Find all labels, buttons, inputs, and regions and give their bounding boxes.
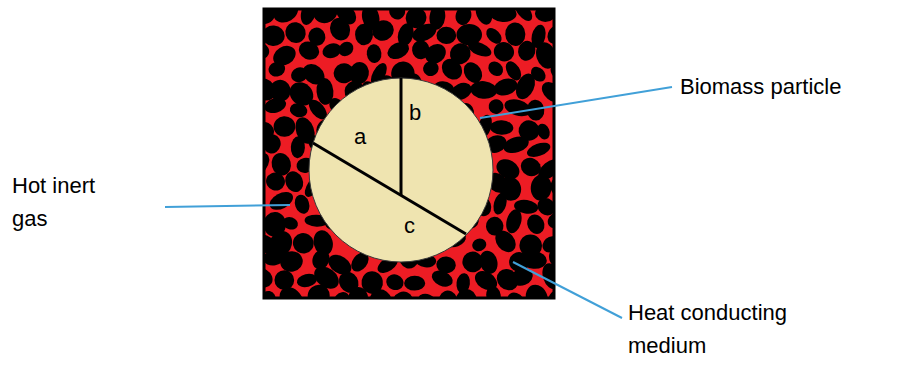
medium-grain [288,101,309,119]
medium-grain [512,9,536,24]
medium-grain [384,272,406,292]
medium-grain [524,212,548,237]
medium-grain [470,80,498,100]
medium-grain [367,287,395,298]
medium-grain [264,96,288,116]
medium-grain [490,120,514,135]
medium-grain [429,267,455,289]
medium-grain [355,24,373,46]
medium-grain [487,98,505,116]
radius-line-ac [313,143,466,234]
medium-grain [421,59,440,78]
hot-gas-region [264,9,554,298]
medium-grain [264,264,276,291]
medium-grain [404,276,425,291]
medium-grain [516,39,538,63]
medium-grain [523,282,552,298]
medium-grain [489,9,517,23]
medium-grain [347,285,369,298]
medium-grain [491,227,520,257]
medium-grain [387,9,408,22]
medium-grain [264,133,283,156]
medium-grain [491,39,517,65]
medium-grains [264,9,554,298]
medium-grain [466,39,494,60]
dimension-label: c [404,209,415,242]
medium-grain [525,140,552,160]
medium-grain [512,71,539,103]
medium-grain [471,237,489,253]
callout-label: Biomass particle [680,70,841,103]
medium-grain [436,27,456,45]
medium-grain [264,25,285,47]
medium-grain [385,39,412,63]
leader-line [513,262,622,318]
medium-grain [534,9,554,23]
dimension-label: b [409,96,421,129]
medium-grain [264,170,287,193]
medium-grain [366,44,382,64]
dimension-label: a [354,120,366,153]
medium-grain [281,215,300,232]
medium-grain [273,116,296,138]
medium-grain [492,76,520,99]
medium-grain [267,188,296,213]
radius-line-b [400,78,403,195]
medium-grain [438,55,467,84]
callout-label: Hot inert gas [12,169,117,235]
medium-grain [282,168,307,195]
medium-grain [278,249,304,274]
medium-grain [533,40,554,72]
medium-grain [296,38,322,63]
medium-grain [501,133,530,156]
biomass-particle [309,78,493,262]
leader-line [480,87,672,118]
medium-grain [369,17,397,44]
medium-grain [491,191,509,216]
medium-grain [327,15,353,43]
leader-line [165,205,290,207]
medium-grain [267,60,288,79]
medium-grain [504,208,525,235]
medium-grain [303,280,334,298]
container-border [264,9,554,298]
medium-grain [485,59,506,80]
medium-grain [336,39,357,59]
medium-grain [453,286,480,298]
medium-grain [509,265,536,289]
medium-grain [485,285,503,298]
medium-grain [535,122,552,142]
medium-grain [290,136,305,159]
callout-label: Heat conducting medium [628,296,828,362]
medium-grain [530,174,553,202]
medium-grain [275,283,308,298]
medium-grain [292,193,311,216]
